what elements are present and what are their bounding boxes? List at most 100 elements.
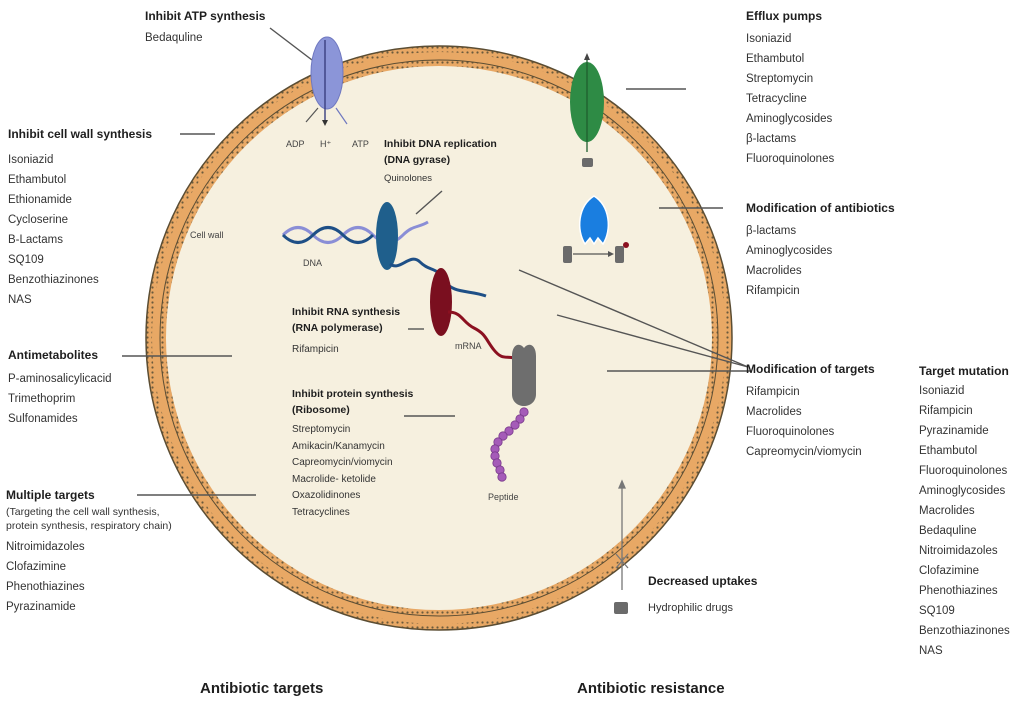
- drug-item: Aminoglycosides: [746, 113, 833, 125]
- resistance-uptake-title: Decreased uptakes: [648, 574, 758, 588]
- drug-item: Bedaquline: [145, 32, 203, 44]
- target-antimetabolites-title: Antimetabolites: [8, 348, 99, 362]
- drug-item: Rifampicin: [746, 285, 800, 297]
- dna-icon: [281, 220, 429, 244]
- leader-atp: [269, 27, 313, 61]
- drug-item: Tetracycline: [746, 93, 807, 105]
- drug-item: Benzothiazinones: [8, 274, 99, 286]
- amino-acid-bead: [515, 414, 525, 424]
- drug-item: Macrolides: [746, 406, 802, 418]
- drug-item: P-aminosalicylicacid: [8, 373, 112, 385]
- drug-item: Rifampicin: [746, 386, 800, 398]
- hydrophilic-drug-icon: [614, 602, 628, 614]
- leader-mod-targets-1: [518, 269, 749, 368]
- drug-item: Phenothiazines: [919, 585, 998, 597]
- drug-item: Capreomycin/viomycin: [746, 446, 862, 458]
- drug-item: Clofazimine: [919, 565, 980, 577]
- resistance-mod-targets-title: Modification of targets: [746, 362, 875, 376]
- dna-label: DNA: [303, 258, 323, 268]
- drug-item: Fluoroquinolones: [746, 426, 835, 438]
- resistance-modification-antibiotics: Modification of antibiotics β-lactams Am…: [746, 198, 895, 301]
- target-multiple-title: Multiple targets: [6, 488, 95, 502]
- drug-item: NAS: [919, 645, 943, 657]
- cytoplasm: [166, 66, 712, 610]
- target-atp-synthesis: Inhibit ATP synthesis Bedaquline: [145, 6, 265, 48]
- drug-item: Macrolides: [919, 505, 975, 517]
- target-dna-title-2: (DNA gyrase): [384, 154, 451, 166]
- drug-item: Tetracyclines: [292, 506, 350, 518]
- mrna-label: mRNA: [455, 341, 482, 351]
- drug-item: Isoniazid: [746, 33, 792, 45]
- hydrophilic-drugs-legend: Hydrophilic drugs: [648, 602, 733, 614]
- target-antimetabolites: Antimetabolites P-aminosalicylicacid Tri…: [8, 345, 112, 429]
- drug-item: Macrolides: [746, 265, 802, 277]
- drug-item: Pyrazinamide: [919, 425, 989, 437]
- leader-lines: [122, 27, 750, 496]
- h-plus-label: H⁺: [320, 139, 332, 149]
- amino-acid-bead: [519, 407, 529, 417]
- target-cell-wall-synthesis: Inhibit cell wall synthesis Isoniazid Et…: [8, 124, 152, 310]
- adp-label: ADP: [286, 139, 305, 149]
- drug-item: Pyrazinamide: [6, 601, 76, 613]
- target-protein-title-2: (Ribosome): [292, 404, 350, 416]
- amino-acid-bead: [497, 472, 507, 482]
- target-multiple-note-1: (Targeting the cell wall synthesis,: [6, 506, 160, 518]
- footer-antibiotic-resistance: Antibiotic resistance: [577, 680, 725, 697]
- drug-item: SQ109: [919, 605, 955, 617]
- leader-mod-targets-2: [556, 314, 749, 368]
- rna-polymerase-icon: [430, 268, 452, 336]
- drug-item: Capreomycin/viomycin: [292, 457, 393, 468]
- drug-item: Quinolones: [384, 173, 433, 184]
- atp-label: ATP: [352, 139, 369, 149]
- atp-synthase-icon: [305, 36, 348, 126]
- drug-item: Isoniazid: [919, 385, 965, 397]
- drug-item: Ethambutol: [746, 53, 805, 65]
- drug-item: Benzothiazinones: [919, 625, 1010, 637]
- target-protein-title-1: Inhibit protein synthesis: [292, 388, 414, 400]
- drug-item: Ethionamide: [8, 194, 72, 206]
- amino-acid-bead: [498, 431, 508, 441]
- leader-dna: [415, 190, 443, 215]
- drug-item: SQ109: [8, 254, 44, 266]
- target-rna-synthesis: Inhibit RNA synthesis (RNA polymerase) R…: [292, 304, 400, 359]
- drug-item: NAS: [8, 294, 32, 306]
- target-rna-title-2: (RNA polymerase): [292, 322, 383, 334]
- target-multiple-note-2: protein synthesis, respiratory chain): [6, 520, 172, 532]
- drug-item: Rifampicin: [919, 405, 973, 417]
- ribosome-icon: [512, 344, 536, 406]
- cell-wall-label: Cell wall: [190, 230, 224, 240]
- target-rna-title-1: Inhibit RNA synthesis: [292, 306, 401, 318]
- target-protein-synthesis: Inhibit protein synthesis (Ribosome) Str…: [292, 386, 413, 521]
- dna-gyrase-icon: [376, 202, 398, 270]
- resistance-target-mutation: Target mutation Isoniazid Rifampicin Pyr…: [919, 361, 1010, 661]
- drug-item: B-Lactams: [8, 234, 63, 246]
- target-atp-title: Inhibit ATP synthesis: [145, 9, 266, 23]
- modifying-enzyme-icon: [563, 195, 629, 263]
- drug-item: Fluoroquinolones: [919, 465, 1008, 477]
- drug-item: Bedaquline: [919, 525, 977, 537]
- drug-item: Phenothiazines: [6, 581, 85, 593]
- drug-item: β-lactams: [746, 133, 797, 145]
- peptide-label: Peptide: [488, 492, 519, 502]
- drug-item: Macrolide- ketolide: [292, 473, 376, 485]
- drug-item: Sulfonamides: [8, 413, 78, 425]
- drug-item: Isoniazid: [8, 154, 54, 166]
- drug-item: Oxazolidinones: [292, 490, 361, 501]
- transcribed-strand: [389, 257, 487, 298]
- efflux-pump-icon: [570, 53, 604, 167]
- amino-acid-bead: [510, 420, 520, 430]
- decreased-uptake-icon: [615, 479, 629, 590]
- mrna-strand: [447, 310, 515, 360]
- resistance-decreased-uptake: Decreased uptakes: [648, 571, 757, 591]
- drug-item: Cycloserine: [8, 214, 69, 226]
- drug-item: Streptomycin: [746, 73, 814, 85]
- target-multiple: Multiple targets (Targeting the cell wal…: [6, 485, 172, 617]
- resistance-mod-antibiotics-title: Modification of antibiotics: [746, 201, 895, 215]
- drug-item: Aminoglycosides: [746, 245, 833, 257]
- drug-item: Aminoglycosides: [919, 485, 1006, 497]
- drug-item: Fluoroquinolones: [746, 153, 835, 165]
- drug-item: Ethambutol: [919, 445, 978, 457]
- drug-item: Rifampicin: [292, 344, 339, 355]
- target-cell-wall-title: Inhibit cell wall synthesis: [8, 127, 153, 141]
